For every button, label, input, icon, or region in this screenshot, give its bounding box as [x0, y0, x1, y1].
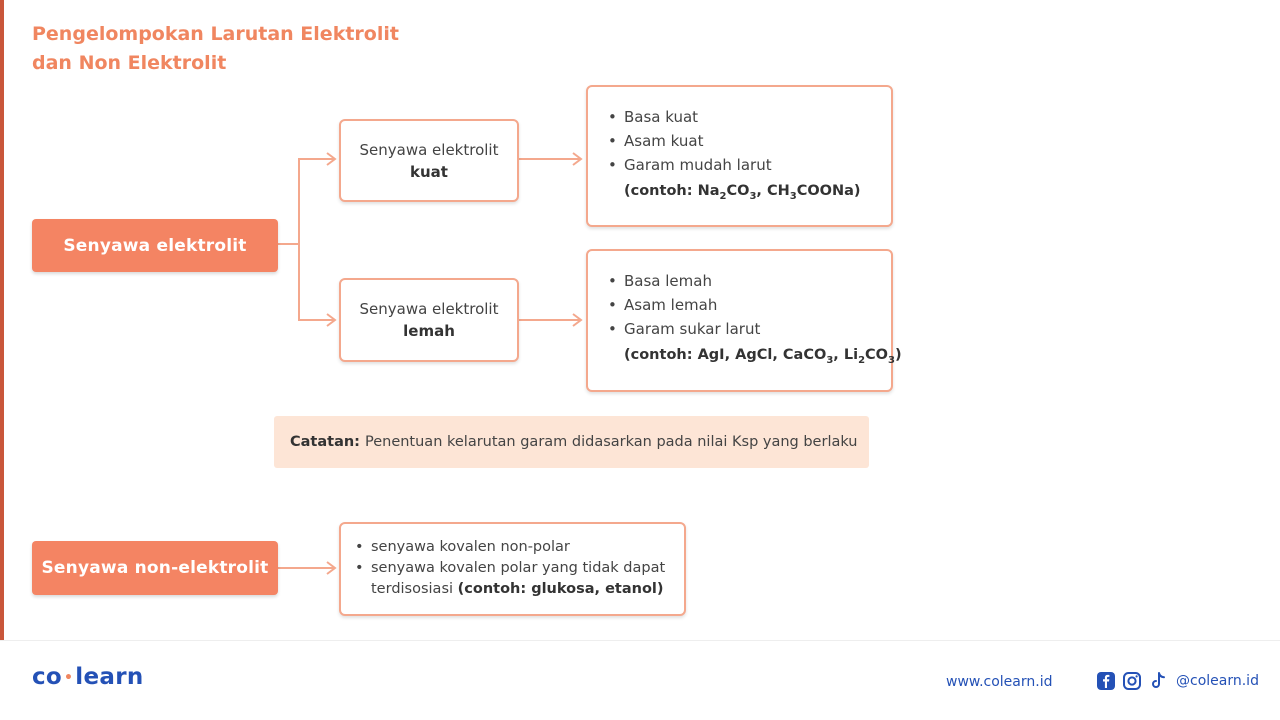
note-box: Catatan: Penentuan kelarutan garam didas…: [274, 416, 869, 468]
note-label: Catatan:: [290, 434, 360, 450]
category-elektrolit: Senyawa elektrolit: [32, 219, 278, 272]
website-link[interactable]: www.colearn.id: [946, 674, 1053, 690]
category-non-elektrolit-label: Senyawa non-elektrolit: [41, 558, 269, 578]
subcategory-lemah: Senyawa elektrolit lemah: [339, 278, 519, 362]
footer-divider: [0, 640, 1280, 641]
list-item: •Basa lemah: [608, 272, 712, 290]
category-elektrolit-label: Senyawa elektrolit: [63, 235, 247, 256]
connector-lines: [278, 152, 583, 575]
category-non-elektrolit: Senyawa non-elektrolit: [32, 541, 278, 595]
list-item: •senyawa kovalen non-polar: [355, 539, 570, 555]
subcategory-kuat-line2: kuat: [410, 162, 448, 181]
facebook-icon[interactable]: [1096, 671, 1116, 691]
arrowhead-lemah: [326, 313, 337, 327]
list-item: •Asam kuat: [608, 132, 704, 150]
list-item: •Asam lemah: [608, 296, 718, 314]
arrowhead-kuat-list: [572, 152, 583, 166]
arrowhead-kuat: [326, 152, 337, 166]
list-item-continuation: terdisosiasi (contoh: glukosa, etanol): [371, 581, 664, 597]
subcategory-kuat-line1: Senyawa elektrolit: [359, 140, 499, 159]
connector-branch: [278, 158, 334, 321]
subcategory-lemah-line1: Senyawa elektrolit: [359, 300, 499, 318]
colearn-logo: co•learn: [32, 664, 144, 690]
example-lemah: (contoh: AgI, AgCl, CaCO3, Li2CO3): [624, 347, 902, 366]
page-title-line1: Pengelompokan Larutan Elektrolit: [32, 23, 399, 45]
list-non-elektrolit: •senyawa kovalen non-polar •senyawa kova…: [339, 522, 686, 616]
list-item: •Garam mudah larut: [608, 156, 772, 174]
tiktok-icon[interactable]: [1148, 671, 1168, 691]
list-kuat: •Basa kuat •Asam kuat •Garam mudah larut…: [586, 85, 893, 227]
example-kuat: (contoh: Na2CO3, CH3COONa): [624, 183, 861, 202]
social-handle[interactable]: @colearn.id: [1176, 673, 1259, 689]
list-item: •senyawa kovalen polar yang tidak dapat: [355, 560, 666, 576]
arrowhead-non: [326, 561, 337, 575]
page-title: Pengelompokan Larutan Elektrolit dan Non…: [32, 20, 399, 78]
arrowhead-lemah-list: [572, 313, 583, 327]
social-links: @colearn.id: [1096, 671, 1259, 691]
list-lemah: •Basa lemah •Asam lemah •Garam sukar lar…: [586, 249, 902, 392]
list-item: •Garam sukar larut: [608, 320, 761, 338]
page-title-line2: dan Non Elektrolit: [32, 52, 227, 74]
note-text: Penentuan kelarutan garam didasarkan pad…: [364, 434, 858, 450]
list-item: •Basa kuat: [608, 108, 699, 126]
left-accent-bar: [0, 0, 4, 640]
subcategory-kuat: Senyawa elektrolit kuat: [339, 119, 519, 202]
instagram-icon[interactable]: [1122, 671, 1142, 691]
subcategory-lemah-line2: lemah: [403, 322, 455, 340]
